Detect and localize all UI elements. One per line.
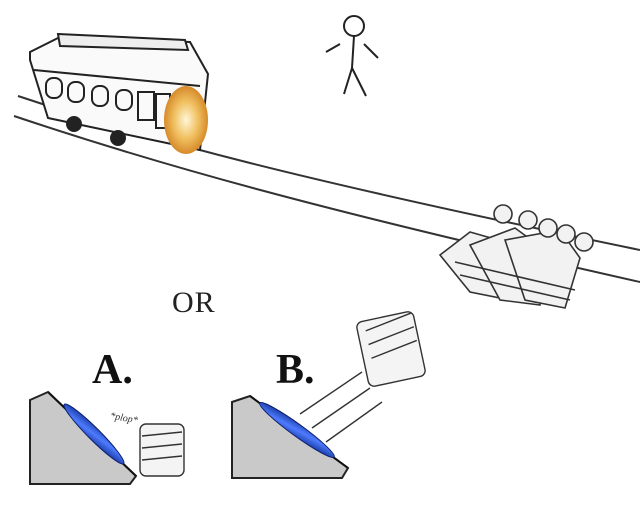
bystander-figure — [325, 15, 379, 97]
trolley-car — [29, 32, 210, 152]
or-label: OR — [172, 286, 216, 319]
option-a-label: A. — [92, 347, 133, 393]
blurred-face-glow — [164, 86, 208, 154]
option-b-label: B. — [276, 347, 315, 393]
option-a-people-pile — [139, 423, 185, 477]
option-b-ramp — [231, 394, 350, 479]
option-b-flying-people — [299, 311, 426, 443]
people-tied-to-track — [438, 204, 594, 309]
option-a-ramp — [29, 390, 138, 485]
